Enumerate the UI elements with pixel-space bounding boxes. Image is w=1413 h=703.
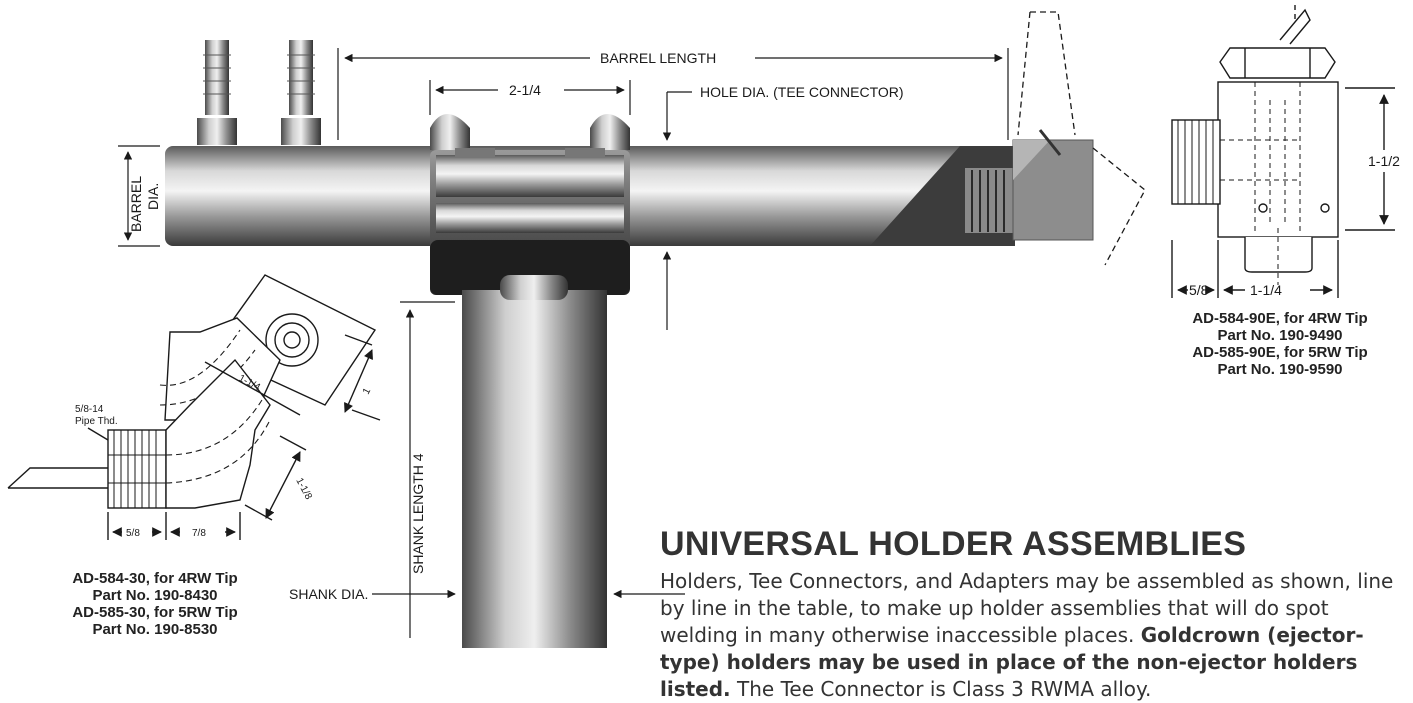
caption-line: AD-585-30, for 5RW Tip (72, 604, 238, 621)
adapter-90e-drawing (1171, 5, 1395, 298)
left-thread-label-1: 5/8-14 (75, 404, 104, 415)
shank-dia-label: SHANK DIA. (289, 586, 368, 602)
description-paragraph: Holders, Tee Connectors, and Adapters ma… (660, 568, 1400, 703)
left-dim-5-8: 5/8 (126, 528, 140, 539)
clamp-bolt-right (590, 114, 630, 150)
left-dim-1: 1 (361, 386, 374, 396)
left-thread-label-2: Pipe Thd. (75, 416, 118, 427)
left-dim-1-1-8: 1-1/8 (293, 476, 314, 502)
hole-dia-label: HOLE DIA. (TEE CONNECTOR) (700, 84, 904, 100)
barrel-dia-label-2: DIA. (145, 183, 161, 210)
caption-line: AD-584-30, for 4RW Tip (72, 570, 238, 587)
clamp-bolt-left (430, 114, 470, 150)
main-dimensions (118, 48, 1009, 638)
description-text: Holders, Tee Connectors, and Adapters ma… (660, 569, 1394, 647)
right-dim-5-8: 5/8 (1189, 282, 1209, 298)
shank-length-label: SHANK LENGTH 4 (410, 453, 426, 574)
main-dimension-labels: BARREL LENGTH 2-1/4 HOLE DIA. (TEE CONNE… (128, 50, 904, 602)
right-adapter-caption: AD-584-90E, for 4RW Tip Part No. 190-949… (1150, 310, 1410, 378)
caption-line: Part No. 190-8430 (92, 587, 218, 604)
barrel-length-label: BARREL LENGTH (600, 50, 716, 66)
caption-line: AD-585-90E, for 5RW Tip (1192, 344, 1368, 361)
caption-line: Part No. 190-8530 (92, 621, 218, 638)
caption-line: AD-584-90E, for 4RW Tip (1192, 310, 1368, 327)
tee-rotation-outline (1017, 11, 1076, 136)
left-adapter-caption: AD-584-30, for 4RW Tip Part No. 190-8430… (40, 570, 270, 638)
adapter-30-drawing (7, 274, 381, 540)
caption-line: Part No. 190-9590 (1217, 361, 1343, 378)
main-holder-assembly (165, 11, 1146, 648)
right-dim-1-1-4: 1-1/4 (1250, 282, 1282, 298)
barrel-dia-label-1: BARREL (128, 176, 144, 232)
page-heading: UNIVERSAL HOLDER ASSEMBLIES (660, 525, 1247, 563)
description-text-end: The Tee Connector is Class 3 RWMA alloy. (730, 677, 1152, 701)
right-dim-1-1-2: 1-1/2 (1368, 153, 1400, 169)
hose-fitting-left (197, 40, 237, 145)
hose-fitting-right (281, 40, 321, 145)
width-2-1-4-label: 2-1/4 (509, 82, 541, 98)
shank (462, 290, 607, 648)
left-dim-7-8: 7/8 (192, 528, 206, 539)
caption-line: Part No. 190-9490 (1217, 327, 1343, 344)
holder-assembly-diagram: BARREL LENGTH 2-1/4 HOLE DIA. (TEE CONNE… (7, 5, 1400, 648)
